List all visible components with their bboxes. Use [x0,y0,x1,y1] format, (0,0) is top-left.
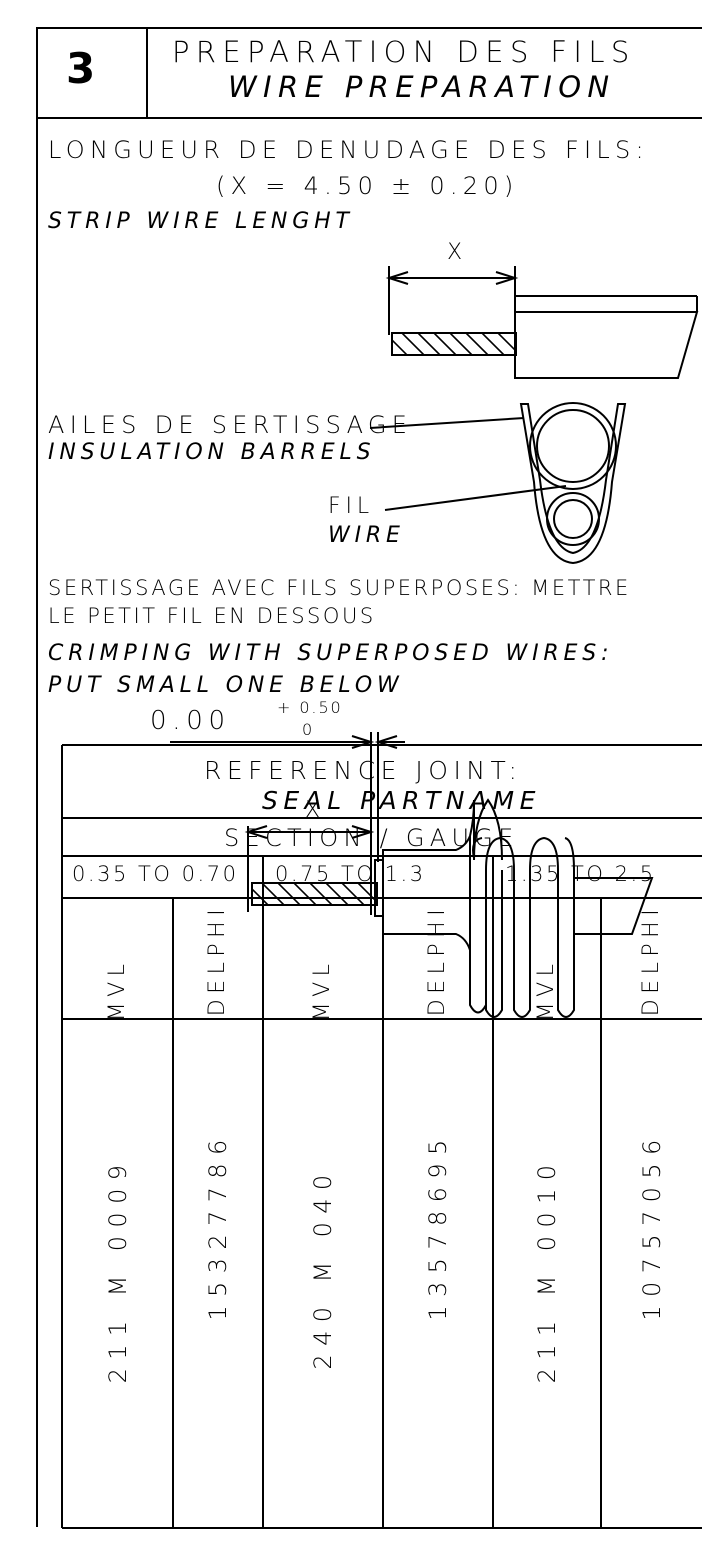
part-number-delphi-1: 15327786 [204,1131,232,1321]
barrel-label-fr: AILES DE SERTISSAGE [48,411,413,439]
part-number-mvl-1: 211 M 0009 [104,1156,132,1384]
seal-upper-tol: + 0.50 [277,698,343,717]
frame-left [36,27,38,1527]
gauge-range-2: 0.75 TO 1.3 [275,862,426,886]
seal-dim-label: X [305,798,321,823]
crimp-note-fr-line2: LE PETIT FIL EN DESSOUS [48,604,376,628]
col-header-mvl-3: MVL [534,958,559,1022]
strip-dim-label: X [447,240,463,265]
strip-tolerance: (X = 4.50 ± 0.20) [216,172,519,200]
crimp-note-en-line2: PUT SMALL ONE BELOW [48,673,404,698]
gauge-range-1: 0.35 TO 0.70 [72,862,239,886]
strip-label-fr: LONGUEUR DE DENUDAGE DES FILS: [48,136,649,164]
col-header-delphi-3: DELPHI [639,903,664,1017]
part-number-mvl-3: 211 M 0010 [533,1156,561,1384]
crimp-note-fr-line1: SERTISSAGE AVEC FILS SUPERPOSES: METTRE [48,576,631,600]
col-header-mvl-1: MVL [105,958,130,1022]
barrel-label-en: INSULATION BARRELS [48,440,376,465]
strip-label-en: STRIP WIRE LENGHT [48,209,354,234]
gauge-range-3: 1.35 TO 2.5 [505,862,656,886]
table-gauge-header: SECTION / GAUGE [224,824,519,852]
table-title-fr: REFERENCE JOINT: [204,756,523,785]
frame-top [36,27,702,29]
header-title-fr: PREPARATION DES FILS [172,35,636,69]
wire-label-fr: FIL [328,494,374,519]
wire-label-en: WIRE [328,523,405,548]
seal-lower-tol: 0 [302,720,313,739]
col-header-delphi-2: DELPHI [425,903,450,1017]
crimp-note-en-line1: CRIMPING WITH SUPERPOSED WIRES: [48,641,614,666]
seal-nominal: 0.00 [150,706,231,736]
table-title-en: SEAL PARTNAME [262,786,541,815]
part-number-delphi-2: 13578695 [424,1131,452,1321]
part-number-delphi-3: 10757056 [638,1131,666,1321]
header-divider [146,27,148,118]
col-header-delphi-1: DELPHI [205,903,230,1017]
header-title-en: WIRE PREPARATION [228,70,616,104]
step-number: 3 [66,44,96,93]
header-bottom [36,117,702,119]
col-header-mvl-2: MVL [310,958,335,1022]
part-number-mvl-2: 240 M 040 [309,1166,337,1370]
